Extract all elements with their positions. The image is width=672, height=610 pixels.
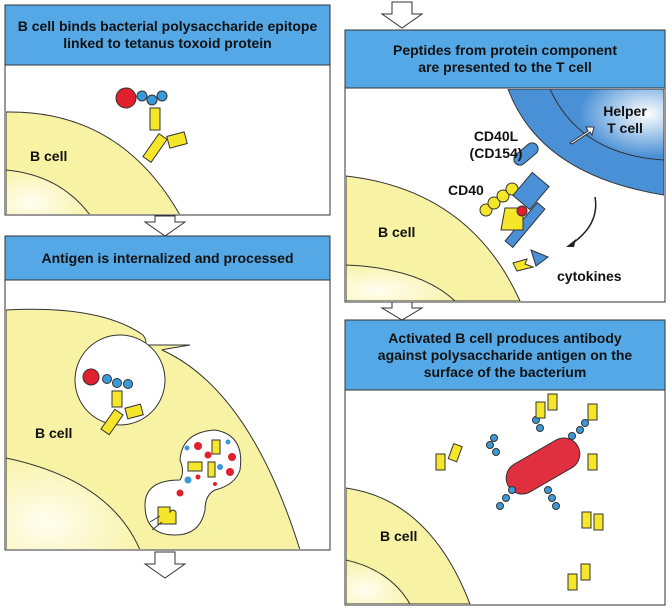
helper-t-cell-label: Helper T cell xyxy=(603,103,647,136)
b-cell-receptor xyxy=(142,107,188,164)
antigen-bacterial xyxy=(115,87,137,109)
arrow-down-3 xyxy=(380,1,424,29)
cd40-label: CD40 xyxy=(448,182,484,198)
bacterium xyxy=(505,437,581,495)
panel-2-title: Antigen is internalized and processed xyxy=(41,249,294,266)
b-cell-label-4: B cell xyxy=(380,528,418,544)
b-cell-label-1: B cell xyxy=(30,148,68,164)
arrow-down-1 xyxy=(143,215,187,237)
arrow-down-4 xyxy=(380,301,424,321)
arrow-down-2 xyxy=(143,551,187,579)
panel-4-title: Activated B cell produces antibody again… xyxy=(377,329,633,380)
panel-1-title: B cell binds bacterial polysaccharide ep… xyxy=(17,18,318,51)
panel-3-art xyxy=(346,89,664,301)
panel-1-art xyxy=(6,87,188,214)
panel-3-title: Peptides from protein component are pres… xyxy=(392,42,617,75)
peptide xyxy=(516,205,528,217)
b-cell-label-2: B cell xyxy=(35,425,73,441)
b-cell-label-3: B cell xyxy=(378,224,416,240)
cytokines-label: cytokines xyxy=(557,268,622,284)
cytokine xyxy=(530,249,550,267)
cd40l xyxy=(513,142,539,166)
panel-4-art xyxy=(346,393,604,604)
panel-2-art xyxy=(6,308,301,549)
cd40l-label: CD40L (CD154) xyxy=(469,128,523,161)
cd40 xyxy=(479,182,519,217)
tcr xyxy=(512,171,550,211)
